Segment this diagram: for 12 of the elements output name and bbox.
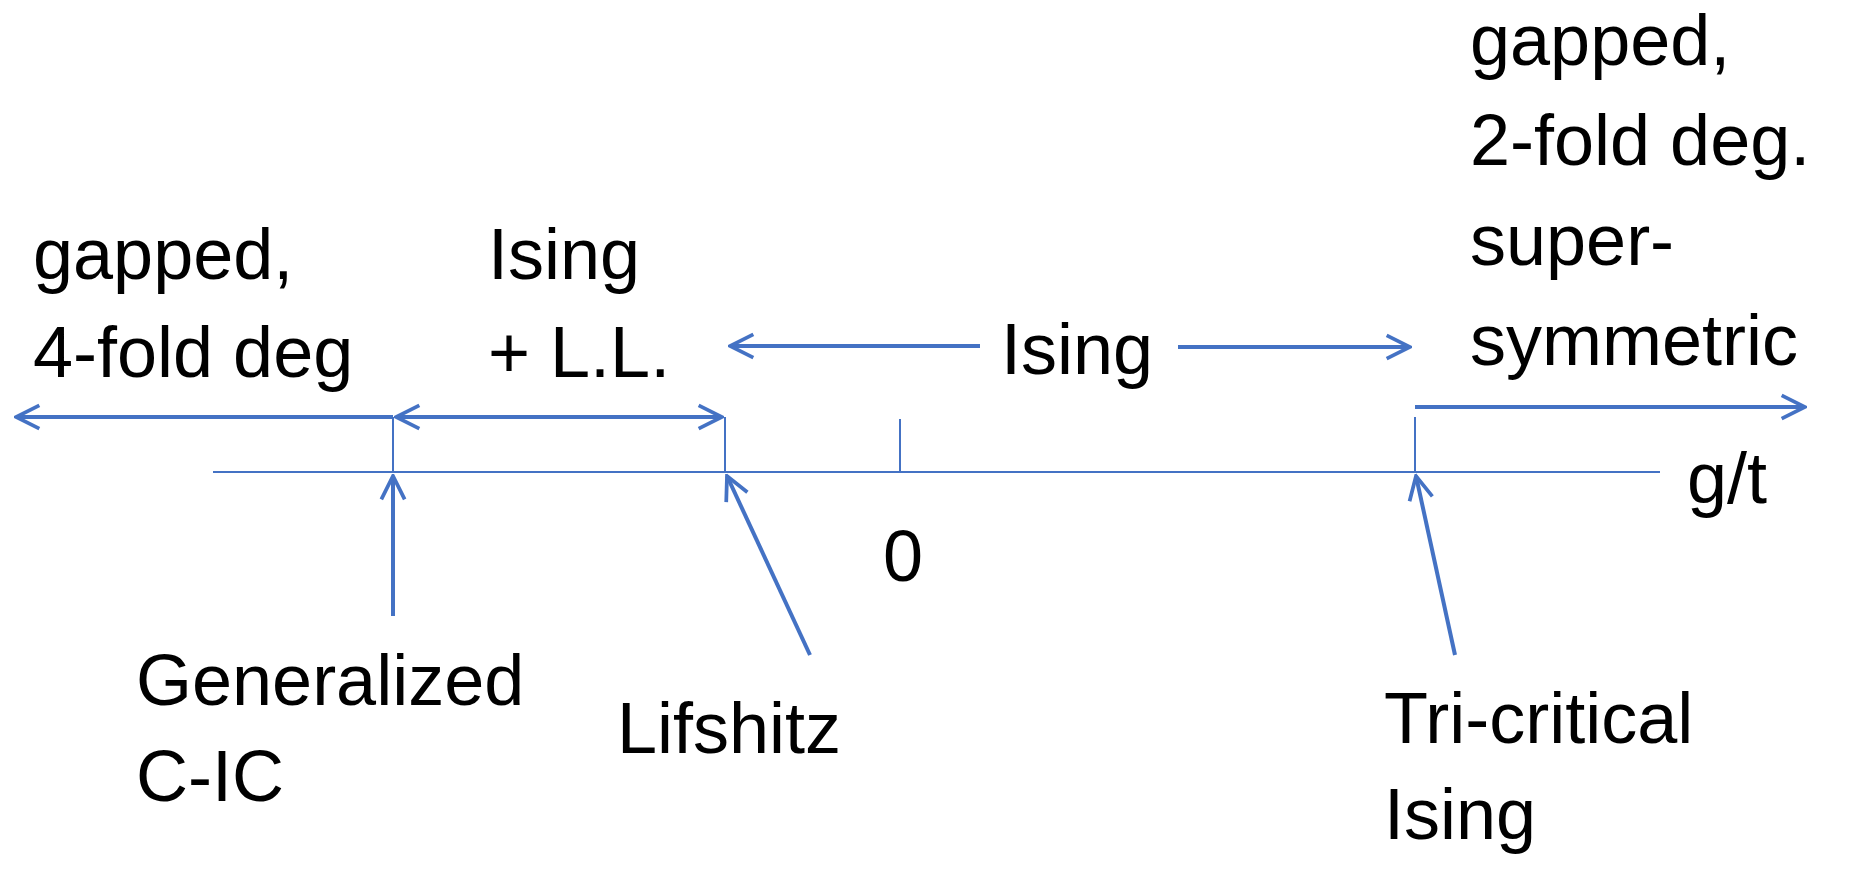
phase-label: Ising + L.L.: [488, 213, 672, 394]
leader-arrow: [724, 474, 812, 656]
point-label: Generalized C-IC: [136, 632, 540, 824]
point-label: Lifshitz: [617, 680, 842, 776]
leader-arrow: [379, 474, 407, 616]
axis-tick-label: 0: [883, 515, 924, 598]
phase-label: gapped, 4-fold deg: [33, 213, 355, 394]
axis-label: g/t: [1687, 437, 1768, 520]
leader-arrow: [1407, 474, 1457, 656]
phase-label: Ising: [1001, 308, 1154, 391]
phase-label: gapped, 2-fold deg. super-symmetric: [1470, 0, 1812, 382]
point-label: Tri-critical Ising: [1384, 670, 1716, 862]
